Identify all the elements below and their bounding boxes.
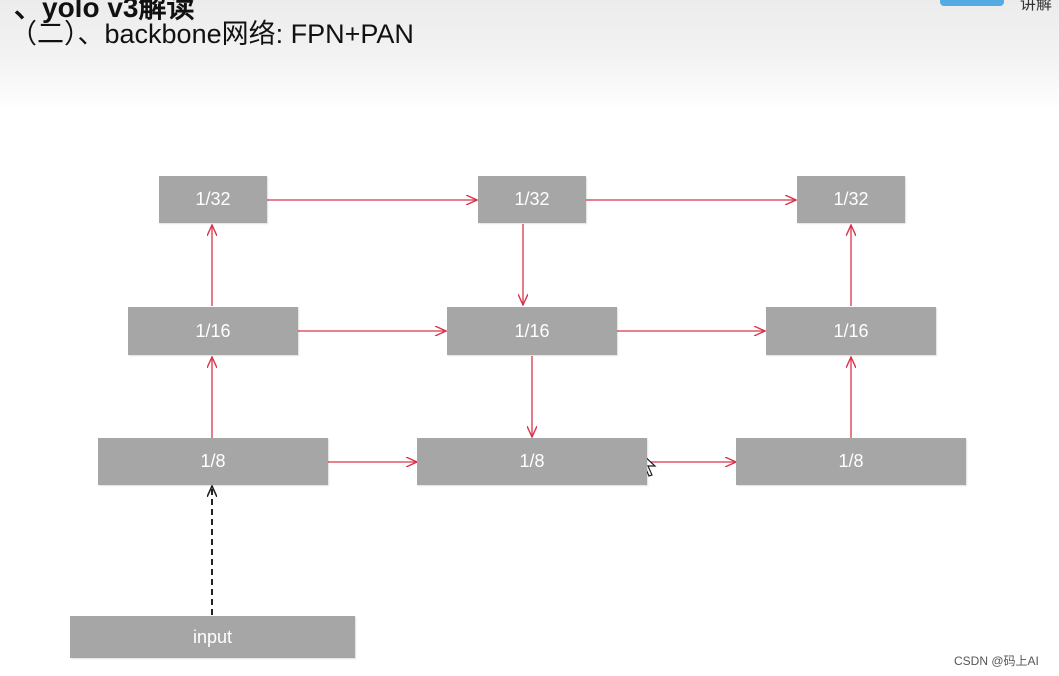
feature-box-c3-8: 1/8 [736,438,966,485]
bilibili-logo-icon [940,0,1004,6]
slide-title: 、yolo v3解读 [14,0,195,23]
feature-box-c1-8: 1/8 [98,438,328,485]
feature-box-c3-32: 1/32 [797,176,905,223]
logo-text: 讲解 [1020,0,1053,13]
feature-box-c2-32: 1/32 [478,176,586,223]
feature-box-c2-16: 1/16 [447,307,617,355]
feature-box-c2-8: 1/8 [417,438,647,485]
feature-box-c1-32: 1/32 [159,176,267,223]
feature-box-c3-16: 1/16 [766,307,936,355]
input-box: input [70,616,355,658]
watermark: CSDN @码上AI [954,654,1039,668]
feature-box-c1-16: 1/16 [128,307,298,355]
slide-subtitle: （二）、backbone网络: FPN+PAN [10,19,414,49]
header-background [0,0,1059,110]
